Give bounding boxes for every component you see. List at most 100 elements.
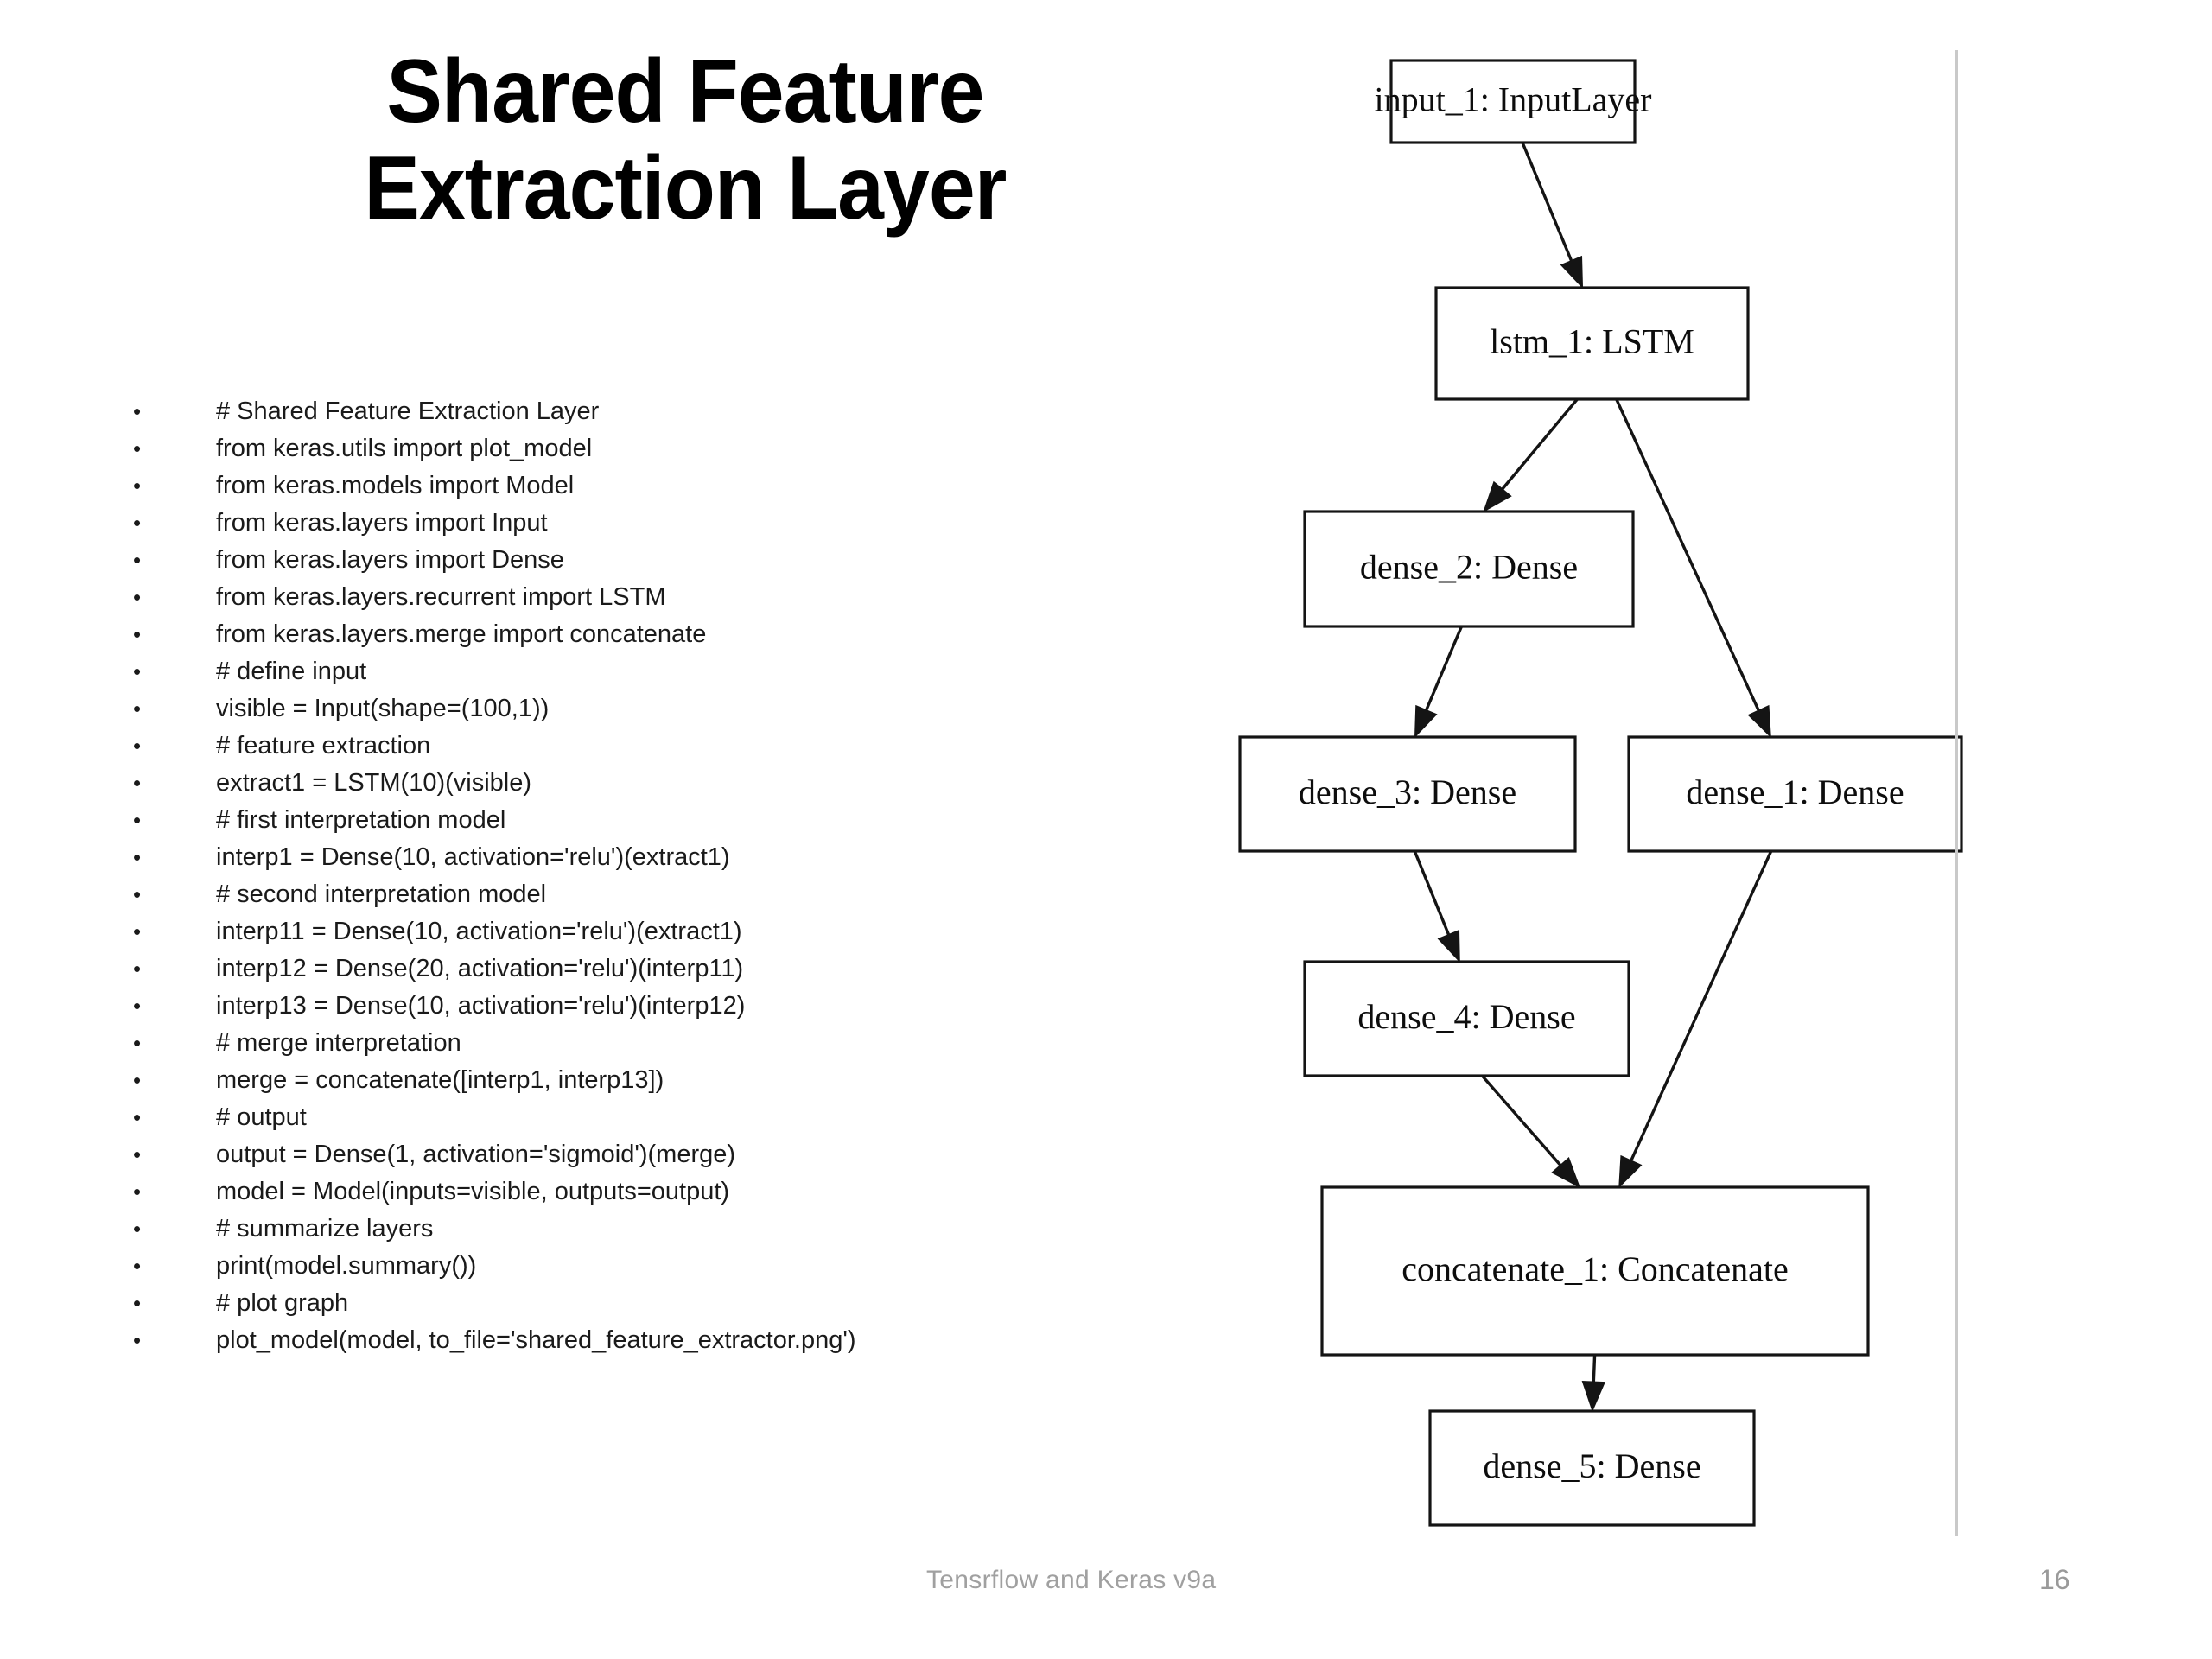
graph-node-label: dense_3: Dense <box>1299 772 1516 811</box>
bullet-dot-icon: • <box>133 1141 142 1167</box>
bullet-dot-icon: • <box>133 1253 142 1279</box>
graph-node-dense_2: dense_2: Dense <box>1303 510 1635 628</box>
graph-node-box <box>1303 510 1635 628</box>
graph-node-label: dense_5: Dense <box>1483 1446 1700 1485</box>
graph-edge-arrowhead-icon <box>1618 1154 1643 1189</box>
code-bullet-item: • from keras.layers import Dense <box>121 542 1158 579</box>
page-number: 16 <box>2039 1564 2070 1595</box>
code-bullet-item: •# summarize layers <box>121 1211 1158 1248</box>
code-bullet-text: model = Model(inputs=visible, outputs=ou… <box>216 1178 730 1205</box>
graph-edge-line <box>1592 1354 1597 1382</box>
bullet-dot-icon: • <box>133 844 142 870</box>
graph-node-box <box>1389 59 1637 144</box>
code-bullet-item: • # plot graph <box>121 1285 1158 1322</box>
code-bullet-text: from keras.utils import plot_model <box>216 435 593 462</box>
code-bullet-text: plot_model(model, to_file='shared_featur… <box>216 1326 856 1354</box>
code-bullet-item: •visible = Input(shape=(100,1)) <box>121 690 1158 728</box>
code-bullet-item: • # define input <box>121 653 1158 690</box>
graph-edge-line <box>1630 850 1773 1161</box>
code-bullet-item: • from keras.layers import Input <box>121 505 1158 542</box>
code-bullet-text: print(model.summary()) <box>216 1252 477 1280</box>
graph-edge-concatenate_1-to-dense_5 <box>1581 1354 1606 1413</box>
bullet-dot-icon: • <box>133 1067 142 1093</box>
graph-edge-arrowhead-icon <box>1560 255 1584 289</box>
bullet-dot-icon: • <box>133 510 142 536</box>
code-bullet-text: interp13 = Dense(10, activation='relu')(… <box>216 992 746 1020</box>
bullet-dot-icon: • <box>133 993 142 1019</box>
graph-node-lstm_1: lstm_1: LSTM <box>1434 286 1750 401</box>
code-bullet-text: # merge interpretation <box>216 1029 461 1057</box>
graph-node-box <box>1320 1185 1870 1357</box>
graph-edge-arrowhead-icon <box>1551 1156 1581 1189</box>
graph-node-label: dense_2: Dense <box>1360 548 1578 587</box>
code-bullet-item: • model = Model(inputs=visible, outputs=o… <box>121 1173 1158 1211</box>
bullet-dot-icon: • <box>133 1327 142 1353</box>
graph-edge-arrowhead-icon <box>1581 1380 1606 1413</box>
code-bullet-item: •interp12 = Dense(20, activation='relu')… <box>121 950 1158 988</box>
code-bullet-item: • # merge interpretation <box>121 1025 1158 1062</box>
graph-node-dense_1: dense_1: Dense <box>1627 735 1963 853</box>
code-bullet-item: •# output <box>121 1099 1158 1136</box>
bullet-dot-icon: • <box>133 1290 142 1316</box>
graph-edge-arrowhead-icon <box>1483 480 1512 513</box>
code-bullet-text: interp1 = Dense(10, activation='relu')(e… <box>216 843 730 871</box>
graph-edge-line <box>1501 397 1579 490</box>
code-bullet-item: •# first interpretation model <box>121 802 1158 839</box>
code-bullet-item: • from keras.utils import plot_model <box>121 430 1158 467</box>
code-bullet-text: from keras.layers.recurrent import LSTM <box>216 583 666 611</box>
graph-edge-dense_4-to-concatenate_1 <box>1481 1074 1581 1189</box>
code-bullet-item: • print(model.summary()) <box>121 1248 1158 1285</box>
code-bullet-item: • interp13 = Dense(10, activation='relu')… <box>121 988 1158 1025</box>
bullet-dot-icon: • <box>133 956 142 982</box>
code-bullet-text: # feature extraction <box>216 732 431 760</box>
graph-edge-dense_2-to-dense_3 <box>1414 626 1464 739</box>
bullet-dot-icon: • <box>133 547 142 573</box>
page-title: Shared Feature Extraction Layer <box>259 43 1111 238</box>
code-bullet-text: # Shared Feature Extraction Layer <box>216 397 600 425</box>
graph-edge-lstm_1-to-dense_1 <box>1615 398 1771 739</box>
graph-node-box <box>1238 735 1577 853</box>
graph-node-box <box>1627 735 1963 853</box>
graph-edge-arrowhead-icon <box>1414 704 1438 739</box>
code-bullet-item: • from keras.layers.recurrent import LSTM <box>121 579 1158 616</box>
bullet-dot-icon: • <box>133 584 142 610</box>
code-bullet-text: from keras.layers import Dense <box>216 546 564 574</box>
bullet-dot-icon: • <box>133 435 142 461</box>
bullet-dot-icon: • <box>133 1030 142 1056</box>
code-bullet-item: • plot_model(model, to_file='shared_featu… <box>121 1322 1158 1359</box>
code-bullet-text: # define input <box>216 658 367 685</box>
bullet-dot-icon: • <box>133 881 142 907</box>
bullet-dot-icon: • <box>133 1179 142 1205</box>
bullet-dot-icon: • <box>133 473 142 499</box>
code-bullet-item: • # feature extraction <box>121 728 1158 765</box>
code-bullet-item: •from keras.layers.merge import concaten… <box>121 616 1158 653</box>
graph-edge-line <box>1615 398 1760 711</box>
code-bullet-list: •# Shared Feature Extraction Layer•from … <box>121 393 1158 1359</box>
code-bullet-text: from keras.layers.merge import concatena… <box>216 620 707 648</box>
graph-edge-layer <box>1413 142 1773 1413</box>
graph-node-box <box>1428 1409 1756 1527</box>
graph-node-label: dense_4: Dense <box>1357 997 1575 1036</box>
graph-edge-line <box>1413 850 1451 936</box>
code-bullet-item: • interp1 = Dense(10, activation='relu')(… <box>121 839 1158 876</box>
page-title-line-1: Shared Feature <box>386 41 984 142</box>
bullet-dot-icon: • <box>133 918 142 944</box>
bullet-dot-icon: • <box>133 807 142 833</box>
code-bullet-text: from keras.models import Model <box>216 472 575 499</box>
graph-edge-line <box>1521 142 1573 262</box>
code-bullet-item: •# second interpretation model <box>121 876 1158 913</box>
code-bullet-text: visible = Input(shape=(100,1)) <box>216 695 550 722</box>
code-bullet-text: # plot graph <box>216 1289 349 1317</box>
graph-edge-input_1-to-lstm_1 <box>1521 142 1584 289</box>
bullet-dot-icon: • <box>133 658 142 684</box>
graph-node-label: dense_1: Dense <box>1686 772 1904 811</box>
page-title-line-2: Extraction Layer <box>364 138 1007 239</box>
code-bullet-item: •extract1 = LSTM(10)(visible) <box>121 765 1158 802</box>
code-bullet-text: from keras.layers import Input <box>216 509 548 537</box>
code-bullet-item: • from keras.models import Model <box>121 467 1158 505</box>
graph-node-label: concatenate_1: Concatenate <box>1402 1249 1789 1288</box>
bullet-dot-icon: • <box>133 733 142 759</box>
